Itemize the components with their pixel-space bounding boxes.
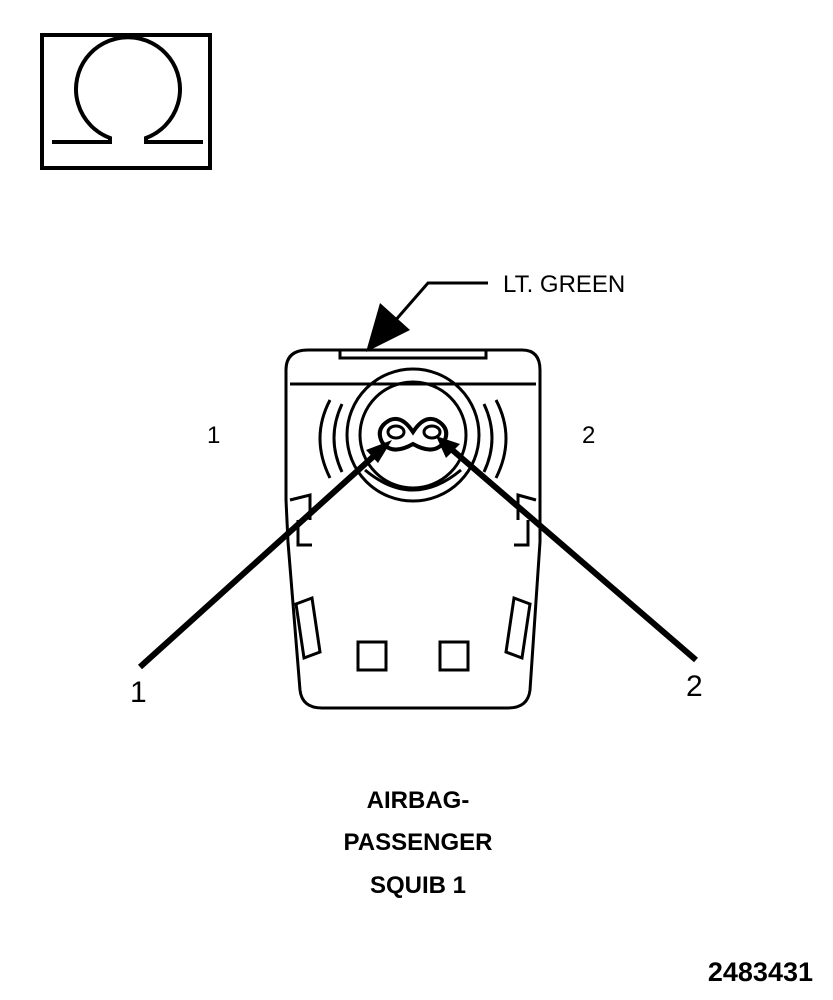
ohm-icon <box>40 33 212 170</box>
pin1-leader <box>137 440 392 670</box>
pin1-callout: 1 <box>130 676 147 709</box>
title-line-1: AIRBAG- <box>367 787 470 814</box>
title-line-3: SQUIB 1 <box>370 872 466 899</box>
pin2-callout: 2 <box>686 670 703 703</box>
pin-terminal-2 <box>422 424 442 440</box>
pin2-leader <box>436 436 698 663</box>
figure-number: 2483431 <box>708 957 813 987</box>
cavity-label-right: 2 <box>582 422 595 449</box>
socket <box>345 367 481 503</box>
connector-body <box>284 348 542 710</box>
wire-color-label: LT. GREEN <box>503 271 625 298</box>
pin-terminal-1 <box>386 424 406 440</box>
wire-color-leader <box>366 281 488 352</box>
cavity-label-left: 1 <box>207 422 220 449</box>
title-line-2: PASSENGER <box>344 829 493 856</box>
